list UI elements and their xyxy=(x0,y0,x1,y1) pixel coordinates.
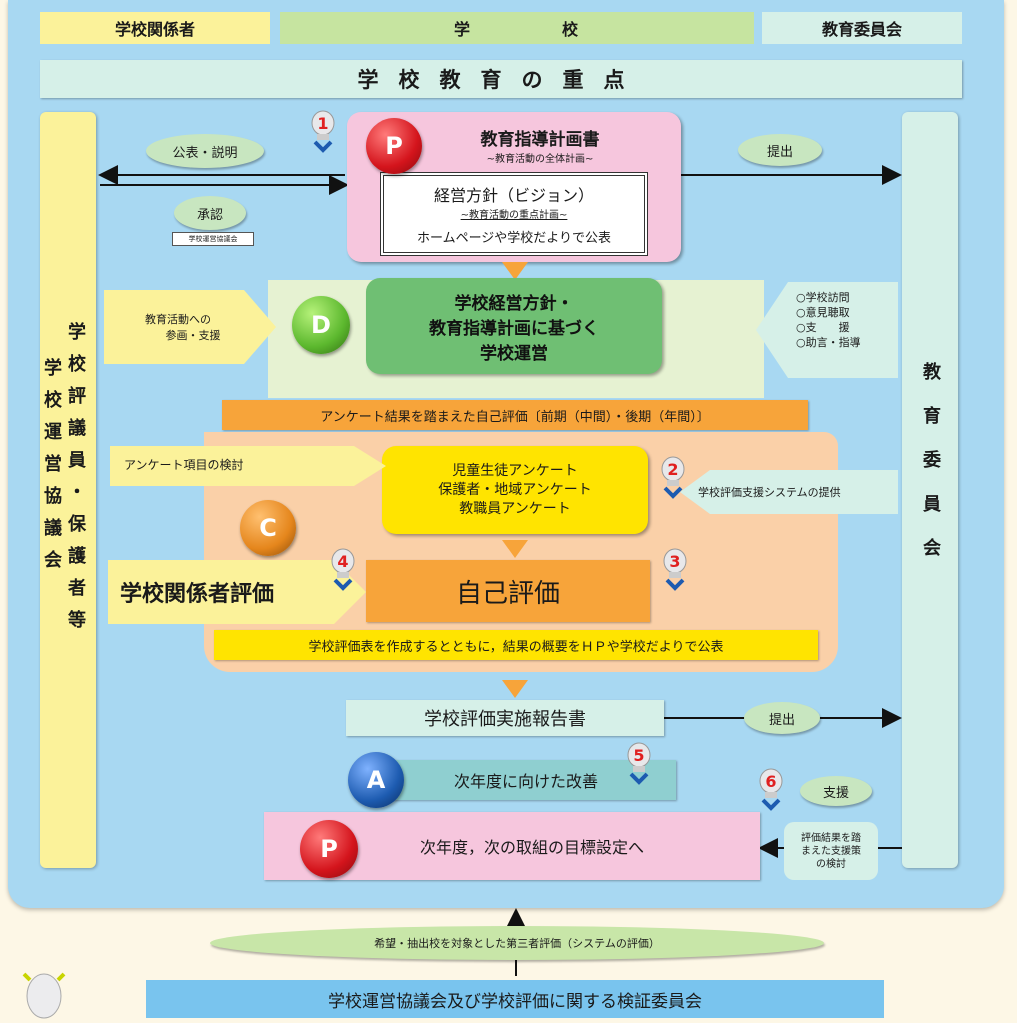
left-column: 学校評議員・保護者等 学校運営協議会 xyxy=(40,112,96,868)
marker-1-icon: 1 xyxy=(310,110,336,154)
act-box: 次年度に向けた改善 xyxy=(376,760,676,800)
stakeholder-eval-shape xyxy=(108,560,366,624)
do-right-note-shape xyxy=(756,282,898,378)
do-line-2: 教育指導計画に基づく xyxy=(429,318,599,339)
marker-3-label: 3 xyxy=(669,551,681,571)
marker-4-icon: 4 xyxy=(330,548,356,592)
flow-triangle-1 xyxy=(502,262,528,280)
do-left-note-line-1: 教育活動への xyxy=(145,313,211,326)
system-note-shape xyxy=(680,470,898,514)
do-line-1: 学校経営方針・ xyxy=(454,293,574,314)
support-note-line-1: 評価結果を踏 xyxy=(801,832,861,844)
survey-note-shape xyxy=(110,446,386,486)
do-left-note-shape xyxy=(104,290,276,364)
header-school: 学 校 xyxy=(280,12,754,44)
support-oval: 支援 xyxy=(800,776,872,806)
support-note: 評価結果を踏 まえた支援策 の検討 xyxy=(784,822,878,880)
publish-bar: 学校評価表を作成するとともに，結果の概要をＨＰや学校だよりで公表 xyxy=(214,630,818,660)
header-school-label: 学 校 xyxy=(453,20,580,39)
support-note-line-3: の検討 xyxy=(816,858,846,870)
do-left-note-line-2: 参画・支援 xyxy=(165,329,221,342)
left-column-line1: 学校評議員・保護者等 xyxy=(65,322,86,642)
left-column-line2: 学校運営協議会 xyxy=(41,358,62,582)
approve-oval: 承認 xyxy=(174,196,246,230)
do-badge: D xyxy=(292,296,350,354)
next-plan-badge: P xyxy=(300,820,358,878)
do-left-note: 教育活動への 参画・支援 xyxy=(112,296,244,358)
marker-6-icon: 6 xyxy=(758,768,784,812)
do-right-note-line-2: ○意見聴取 xyxy=(796,306,850,319)
right-column: 教育委員会 xyxy=(902,112,958,868)
submit-plan-oval: 提出 xyxy=(738,134,822,166)
survey-line-2: 保護者・地域アンケート xyxy=(438,481,592,498)
marker-4-label: 4 xyxy=(337,551,349,571)
check-badge: C xyxy=(240,500,296,556)
header-stakeholder-label: 学校関係者 xyxy=(114,20,195,39)
flow-triangle-3 xyxy=(502,680,528,698)
do-right-note-line-4: ○助言・指導 xyxy=(796,336,861,349)
plan-subtitle: ~教育活動の全体計画~ xyxy=(486,154,594,165)
report-box: 学校評価実施報告書 xyxy=(346,700,664,736)
stakeholder-eval-label: 学校関係者評価 xyxy=(120,582,275,607)
support-note-line-2: まえた支援策 xyxy=(801,845,861,857)
survey-box: 児童生徒アンケート 保護者・地域アンケート 教職員アンケート xyxy=(382,446,648,534)
system-note: 学校評価支援システムの提供 xyxy=(698,486,841,499)
marker-6-label: 6 xyxy=(765,771,777,791)
right-column-label: 教育委員会 xyxy=(920,362,941,582)
policy-publish: ホームページや学校だよりで公表 xyxy=(416,231,612,246)
header-stakeholder: 学校関係者 xyxy=(40,12,270,44)
marker-2-icon: 2 xyxy=(660,456,686,500)
third-party-oval: 希望・抽出校を対象とした第三者評価（システムの評価） xyxy=(210,926,824,960)
policy-subtitle: ~教育活動の重点計画~ xyxy=(460,210,568,221)
self-eval-box: 自己評価 xyxy=(366,560,650,622)
do-line-3: 学校運営 xyxy=(480,343,548,364)
header-board: 教育委員会 xyxy=(762,12,962,44)
submit-report-oval: 提出 xyxy=(744,702,820,734)
plan-badge: P xyxy=(366,118,422,174)
plan-title: 教育指導計画書 xyxy=(480,130,600,150)
publish-oval: 公表・説明 xyxy=(146,134,264,168)
marker-1-label: 1 xyxy=(317,113,329,133)
marker-3-icon: 3 xyxy=(662,548,688,592)
marker-2-label: 2 xyxy=(667,459,679,479)
lightbulb-icon xyxy=(22,966,66,1019)
do-box: 学校経営方針・ 教育指導計画に基づく 学校運営 xyxy=(366,278,662,374)
survey-note: アンケート項目の検討 xyxy=(124,458,244,472)
approve-tag: 学校運営協議会 xyxy=(172,232,254,246)
survey-line-3: 教職員アンケート xyxy=(459,500,571,517)
plan-title-group: 教育指導計画書 ~教育活動の全体計画~ xyxy=(420,122,660,168)
do-right-note-line-3: ○支 援 xyxy=(796,321,850,334)
act-badge: A xyxy=(348,752,404,808)
self-eval-bar: アンケート結果を踏まえた自己評価〔前期（中間）・後期（年間）〕 xyxy=(222,400,808,430)
flow-triangle-2 xyxy=(502,540,528,558)
committee-bar: 学校運営協議会及び学校評価に関する検証委員会 xyxy=(146,980,884,1018)
do-right-note-line-1: ○学校訪問 xyxy=(796,291,850,304)
marker-5-label: 5 xyxy=(633,745,645,765)
policy-box: 経営方針（ビジョン） ~教育活動の重点計画~ ホームページや学校だよりで公表 xyxy=(380,172,648,256)
survey-line-1: 児童生徒アンケート xyxy=(452,462,578,479)
marker-5-icon: 5 xyxy=(626,742,652,786)
header-board-label: 教育委員会 xyxy=(821,20,902,39)
do-right-note: ○学校訪問 ○意見聴取 ○支 援 ○助言・指導 xyxy=(796,290,896,350)
policy-title: 経営方針（ビジョン） xyxy=(433,186,594,205)
priority-band: 学校教育の重点 xyxy=(40,60,962,98)
